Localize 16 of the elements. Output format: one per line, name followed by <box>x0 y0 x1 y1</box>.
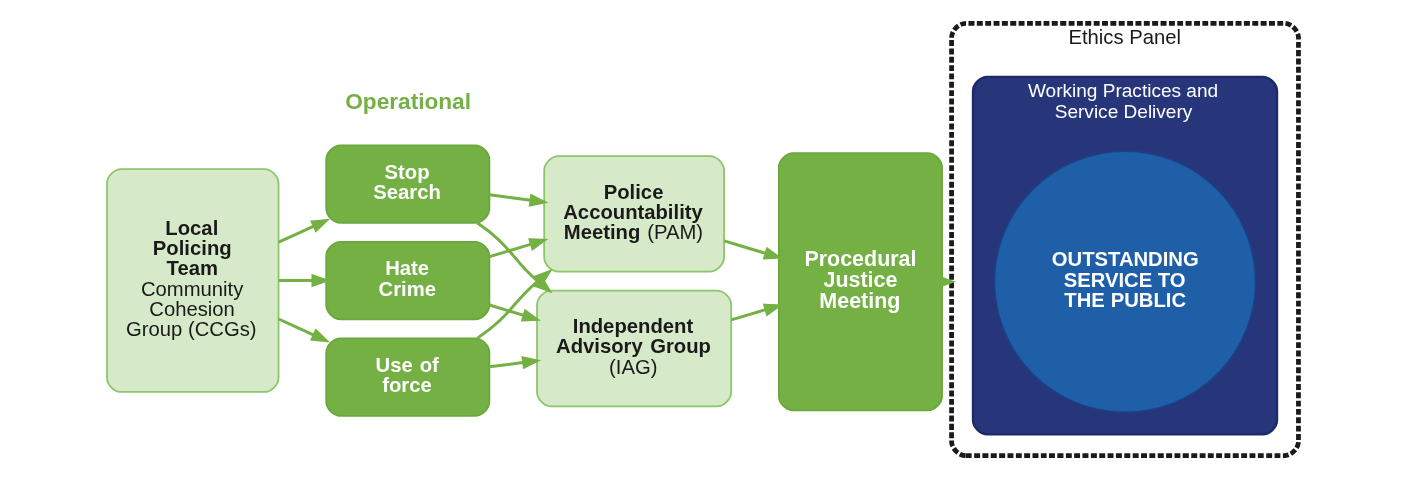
arrow <box>278 317 331 342</box>
node-box: Independent Advisory Group (IAG) <box>536 289 733 407</box>
arrow <box>489 355 542 369</box>
arrow <box>489 303 541 321</box>
arrow <box>489 192 549 207</box>
node-box: Police Accountability Meeting (PAM) <box>543 154 725 273</box>
node-box: Local Policing Team Community Cohesion Group (CCGs) <box>106 167 280 393</box>
arrow <box>730 303 783 321</box>
arrow <box>278 218 331 244</box>
arrow <box>489 237 549 258</box>
node-box: Use of force <box>325 336 491 417</box>
node-box: Stop Search <box>325 144 491 224</box>
node-circle: OUTSTANDING SERVICE TO THE PUBLIC <box>993 149 1257 413</box>
label: Operational <box>345 88 471 114</box>
node-box: Hate Crime <box>325 240 491 320</box>
arrow <box>723 238 783 259</box>
